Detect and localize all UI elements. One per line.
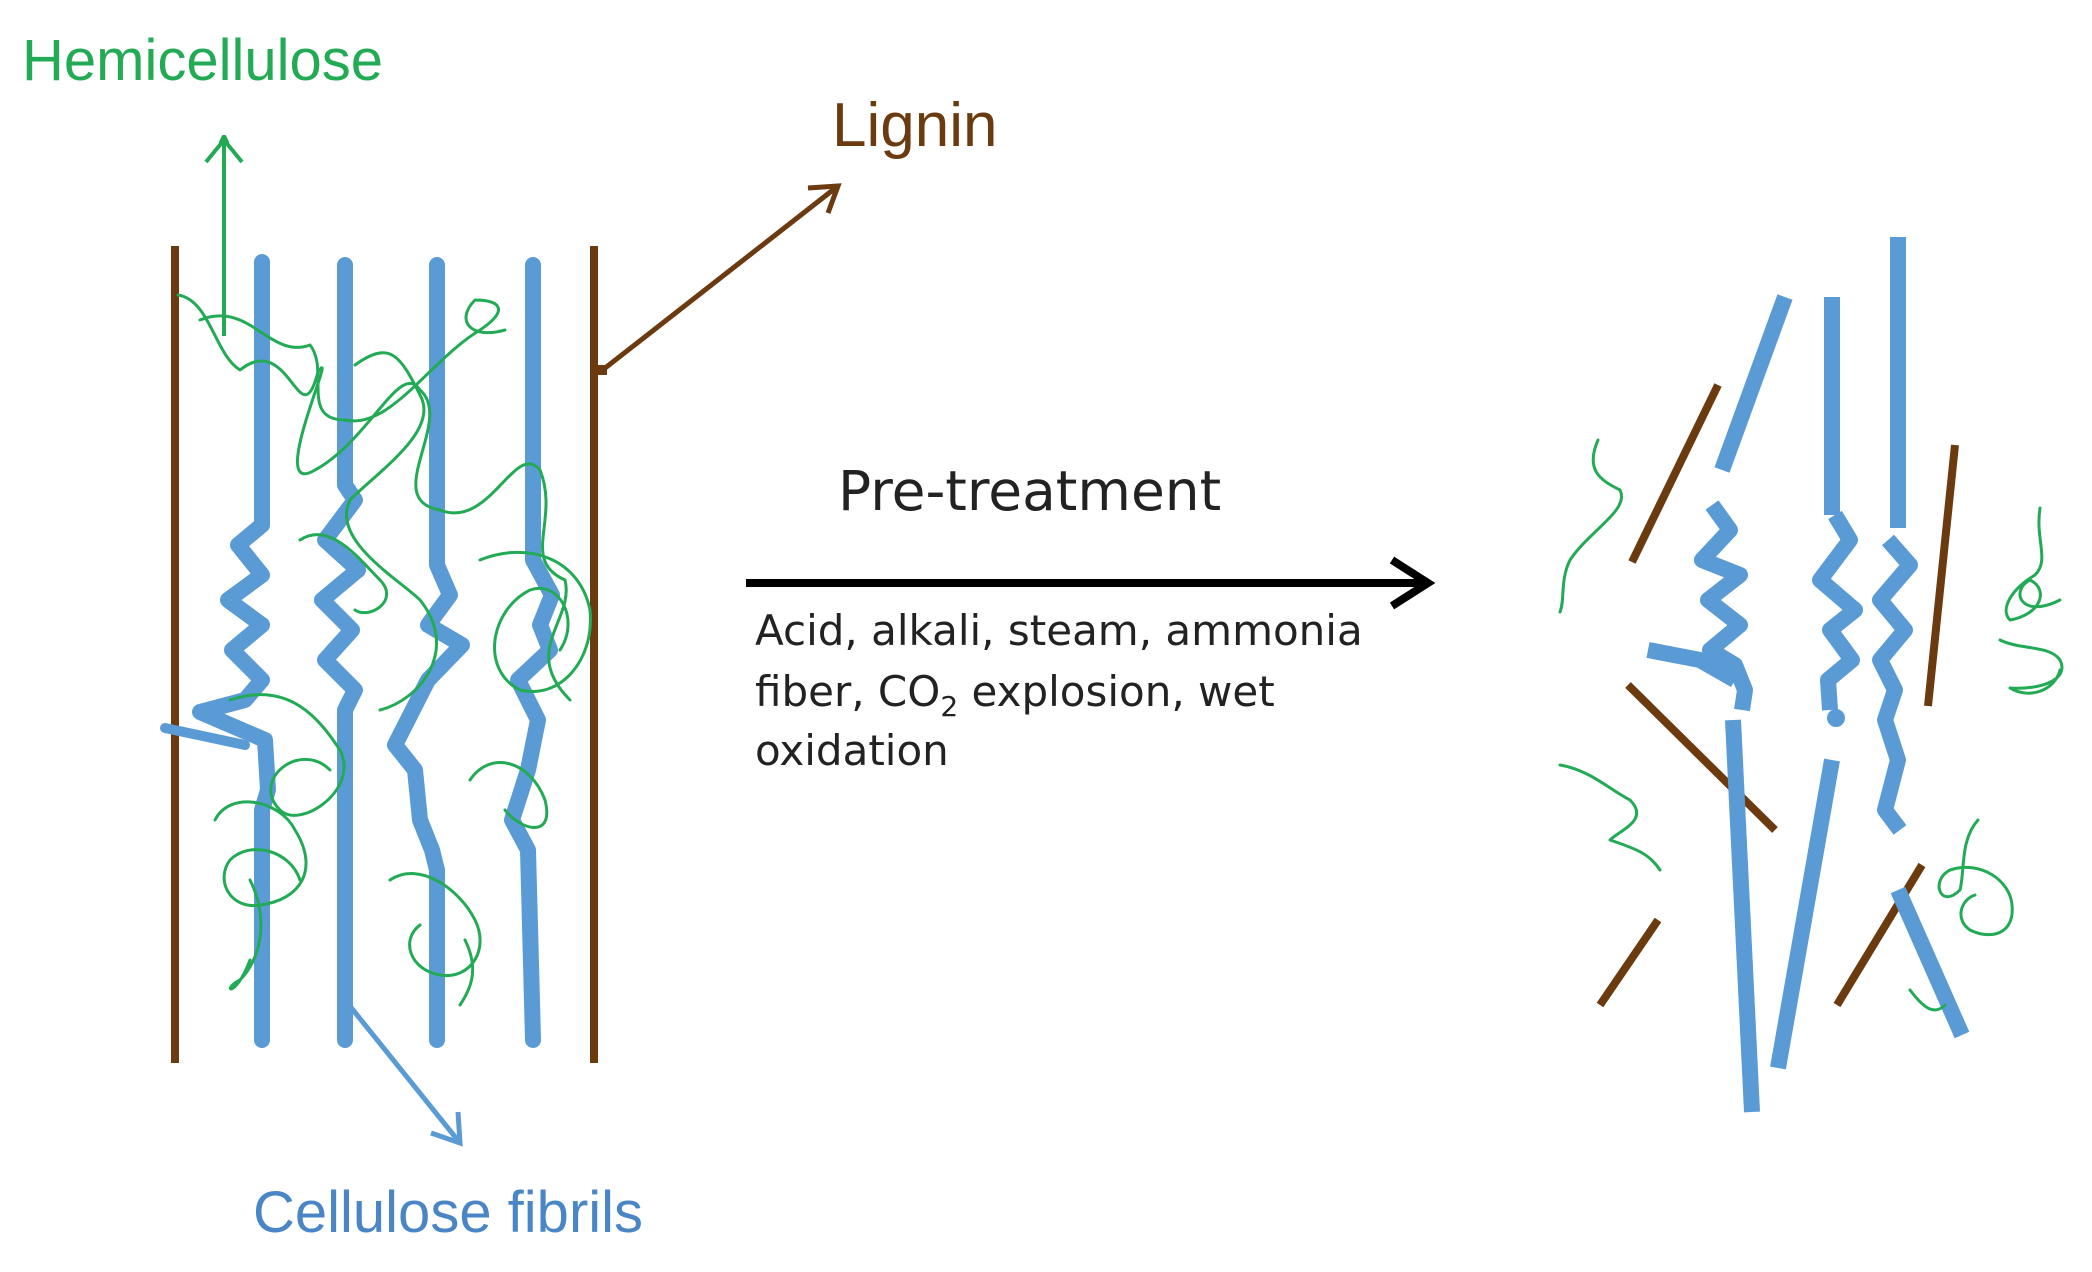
pretreatment-methods-line-1: Acid, alkali, steam, ammonia	[755, 606, 1363, 655]
hemicellulose-chain-10	[458, 938, 475, 1007]
lignin-pointer-arrow	[598, 184, 840, 374]
hemicellulose-pointer-arrowhead	[204, 136, 244, 164]
hemicellulose-chain-5	[228, 693, 346, 817]
cellulose-fibril-3	[387, 257, 470, 1048]
hemicellulose-fragment-2	[2004, 506, 2062, 622]
lignin-fragment-1	[1628, 383, 1722, 564]
pretreatment-process: Pre-treatment Acid, alkali, steam, ammon…	[746, 459, 1436, 775]
lignin-pointer-dot	[597, 365, 607, 375]
lignin-fragments	[1596, 383, 1959, 1008]
lignin-fragment-2	[1924, 444, 1959, 707]
hemicellulose-fragment-4	[1558, 763, 1662, 872]
cellulose-pointer-arrow	[343, 998, 462, 1145]
cellulose-fragment-1	[1714, 294, 1793, 473]
cellulose-fragment-7	[1872, 534, 1918, 835]
lignin-fragment-3	[1625, 682, 1778, 833]
hemicellulose-chain-11	[298, 533, 389, 615]
cellulose-fragment-5	[1646, 642, 1739, 687]
cellulose-fragment-9	[1770, 758, 1840, 1070]
lignin-fragment-4	[1596, 917, 1662, 1008]
cellulose-label: Cellulose fibrils	[253, 1180, 643, 1245]
lignin-pointer-arrowhead	[807, 183, 842, 214]
hemicellulose-chain-9	[468, 761, 549, 829]
cellulose-fragment-8	[1725, 719, 1760, 1113]
pretreatment-title: Pre-treatment	[838, 459, 1221, 523]
hemicellulose-fragment-5	[1937, 818, 2014, 937]
cellulose-pointer-arrowhead	[430, 1111, 463, 1147]
hemicellulose-fragment-1	[1558, 438, 1624, 614]
hemicellulose-label: Hemicellulose	[22, 28, 383, 93]
cellulose-fragment-10	[1890, 886, 1970, 1039]
pretreatment-methods-line-2: fiber, CO2 explosion, wet	[755, 667, 1275, 723]
cellulose-fibril-1	[192, 254, 276, 1048]
cellulose-fibrils	[160, 254, 560, 1048]
hemicellulose-chain-8	[388, 872, 482, 978]
cellulose-knot	[1827, 709, 1845, 727]
lignin-fragment-5	[1833, 862, 1926, 1008]
hemicellulose-fragment-3	[1998, 638, 2064, 695]
hemicellulose-chain-1	[176, 293, 572, 702]
cellulose-fragment-4	[1694, 500, 1753, 712]
cellulose-fibril-4	[504, 257, 560, 1048]
cellulose-fragments	[1646, 237, 1970, 1113]
hemicellulose-chain-7	[229, 878, 263, 991]
hemicellulose-chain-4	[478, 550, 592, 693]
lignin-label: Lignin	[832, 91, 997, 160]
pretreated-biomass-structure	[1558, 237, 2064, 1113]
hemicellulose-chain-2	[198, 298, 507, 423]
hemicellulose-chains	[176, 293, 592, 1007]
hemicellulose-chain-3	[345, 351, 439, 712]
pretreatment-methods-line-2b: explosion, wet	[958, 667, 1275, 716]
cellulose-fragment-6	[1812, 510, 1863, 711]
pretreatment-methods-line-2a: fiber, CO	[755, 667, 940, 716]
hemicellulose-fragment-6	[1908, 988, 1947, 1012]
cellulose-fibril-2	[314, 257, 366, 1048]
co2-subscript: 2	[940, 690, 958, 723]
intact-biomass-structure	[160, 136, 842, 1147]
cellulose-stub	[160, 723, 250, 750]
hemicellulose-fragments	[1558, 438, 2064, 1012]
pretreatment-methods-line-3: oxidation	[755, 726, 949, 775]
process-arrow-head	[1389, 556, 1436, 610]
